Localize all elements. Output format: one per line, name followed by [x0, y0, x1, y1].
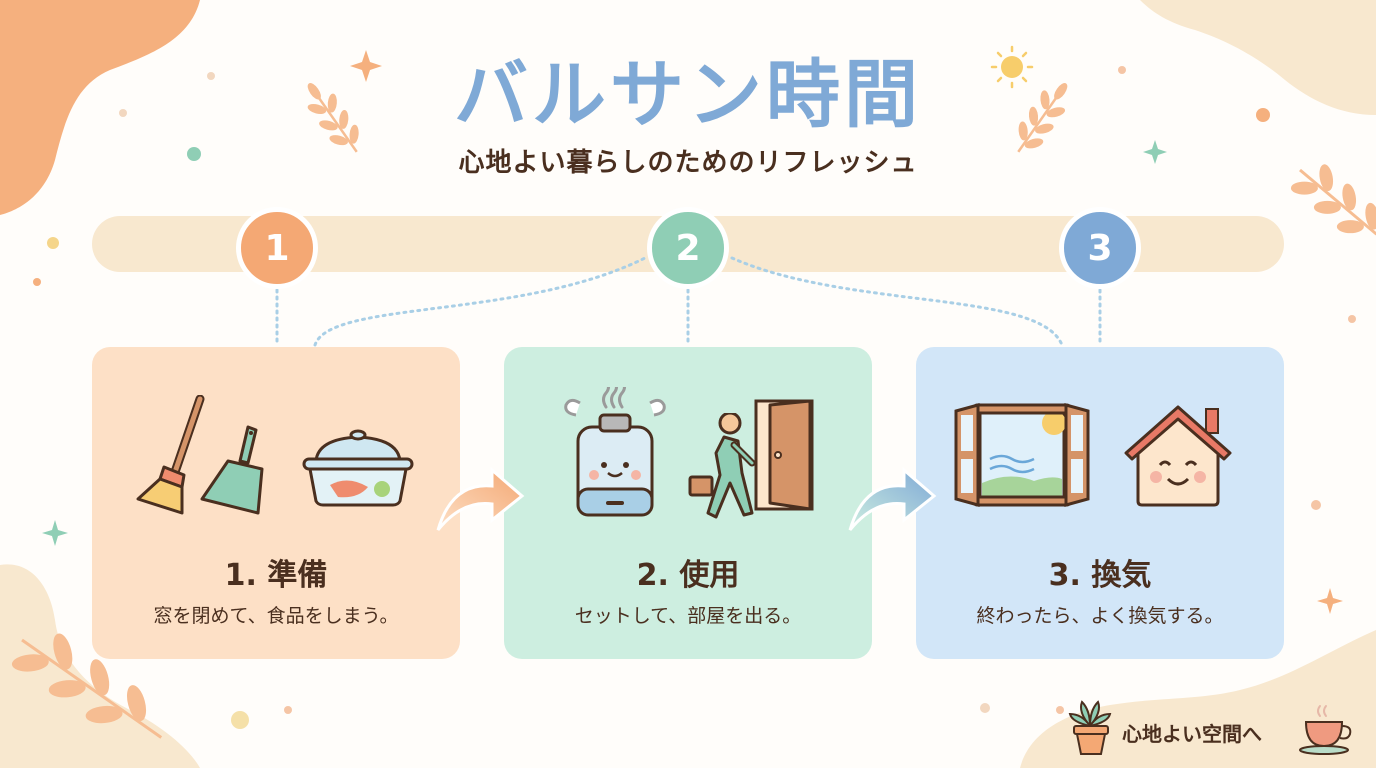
step-description: セットして、部屋を出る。 — [574, 605, 802, 627]
page-subtitle: 心地よい暮らしのためのリフレッシュ — [458, 148, 918, 178]
potted-plant-icon — [1068, 700, 1112, 755]
dustpan-icon — [200, 425, 264, 515]
step-badge-2: 2 — [647, 207, 729, 289]
arrow-right-icon — [848, 466, 937, 531]
step-title: 2. 使用 — [636, 558, 740, 593]
step-card-prepare: 1. 準備 窓を閉めて、食品をしまう。 — [92, 347, 460, 659]
step-card-ventilate: 3. 換気 終わったら、よく換気する。 — [916, 347, 1284, 659]
step-badge-3: 3 — [1059, 207, 1141, 289]
food-container-icon — [302, 429, 414, 507]
arrow-right-icon — [436, 466, 525, 531]
step-description: 終わったら、よく換気する。 — [976, 605, 1224, 627]
step-card-use: 2. 使用 セットして、部屋を出る。 — [504, 347, 872, 659]
person-leaving-icon — [688, 413, 756, 519]
step-title: 3. 換気 — [1048, 558, 1152, 593]
fumigator-icon — [564, 387, 666, 517]
open-window-icon — [954, 403, 1090, 507]
step-description: 窓を閉めて、食品をしまう。 — [153, 605, 399, 627]
door-icon — [754, 399, 814, 511]
tea-cup-icon — [1299, 705, 1352, 755]
broom-icon — [136, 395, 205, 515]
sun-icon — [990, 45, 1034, 89]
happy-house-icon — [1124, 405, 1232, 507]
footer-tagline: 心地よい空間へ — [1122, 722, 1262, 746]
step-title: 1. 準備 — [224, 558, 328, 593]
page-title: バルサン時間 — [454, 52, 922, 138]
step-badge-1: 1 — [236, 207, 318, 289]
